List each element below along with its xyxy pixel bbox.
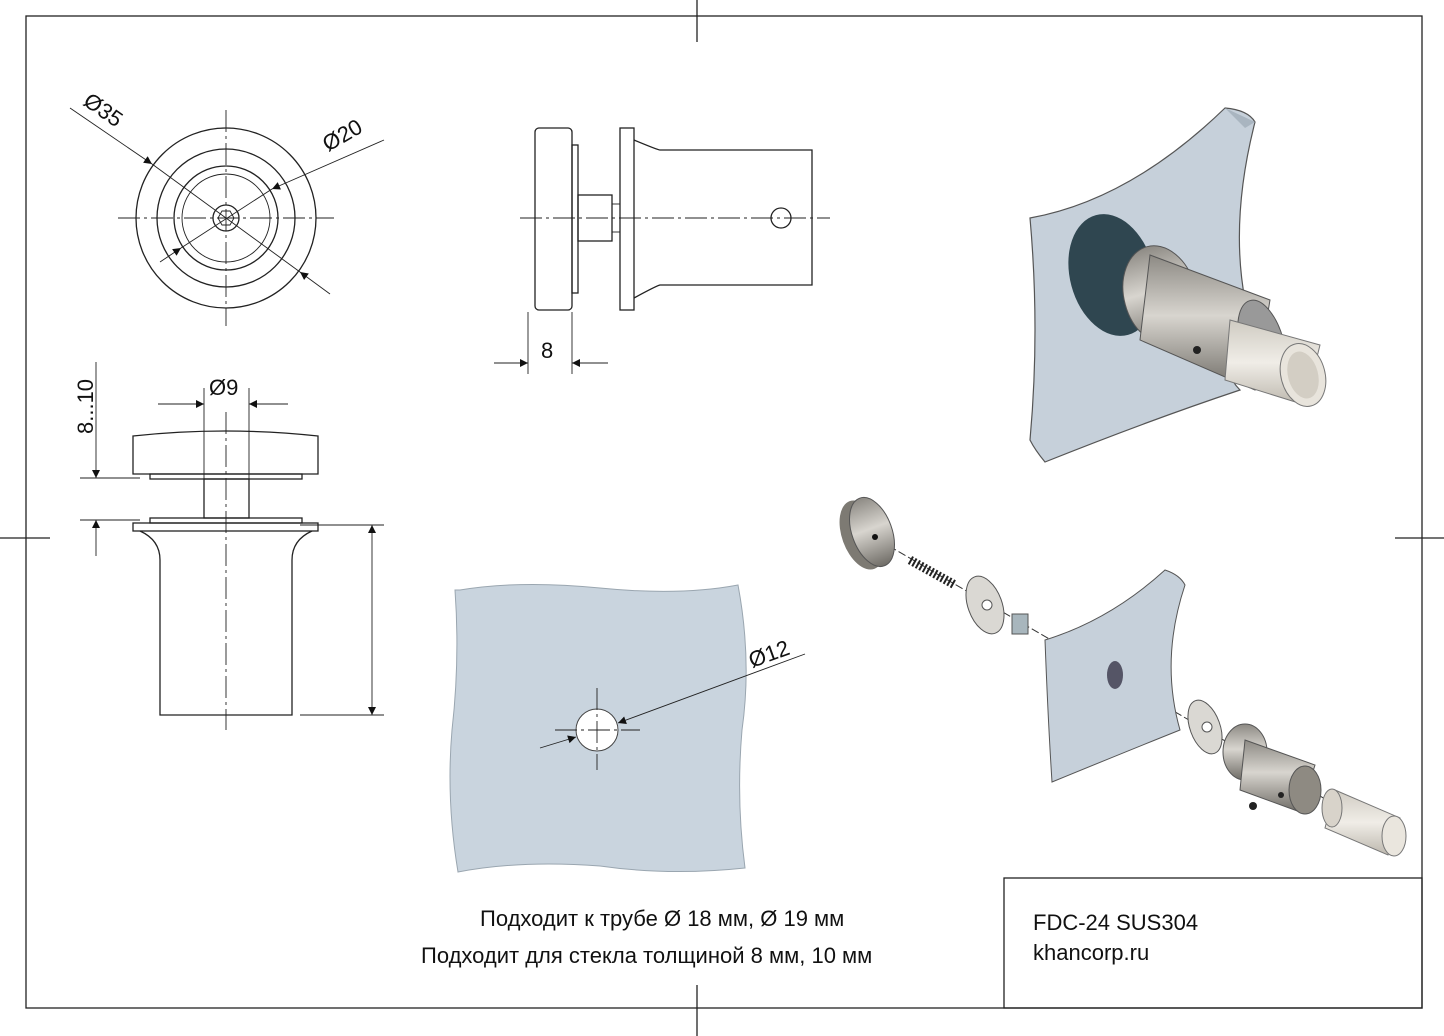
dim-plate-thickness: 8 — [541, 338, 553, 363]
glass-plate-view: Ø12 — [449, 583, 806, 873]
website: khancorp.ru — [1033, 940, 1150, 965]
model-name: FDC-24 SUS304 — [1033, 910, 1199, 935]
dim-glass-thickness: 8...10 — [73, 379, 98, 434]
title-block — [1003, 877, 1423, 1009]
front-view: Ø35 Ø20 — [69, 88, 385, 326]
note-tube-size: Подходит к трубе Ø 18 мм, Ø 19 мм — [480, 906, 845, 931]
assembled-3d-render — [1029, 107, 1327, 463]
exploded-3d-render — [839, 496, 1407, 857]
side-view: 8 — [494, 127, 830, 374]
dim-outer-diameter: Ø35 — [79, 88, 127, 132]
note-glass-thickness: Подходит для стекла толщиной 8 мм, 10 мм — [421, 943, 873, 968]
dim-hole-diameter: Ø12 — [745, 635, 793, 673]
dim-bolt-diameter: Ø9 — [209, 375, 238, 400]
section-view: Ø9 8...10 — [73, 362, 384, 730]
dim-inner-diameter: Ø20 — [318, 114, 367, 156]
